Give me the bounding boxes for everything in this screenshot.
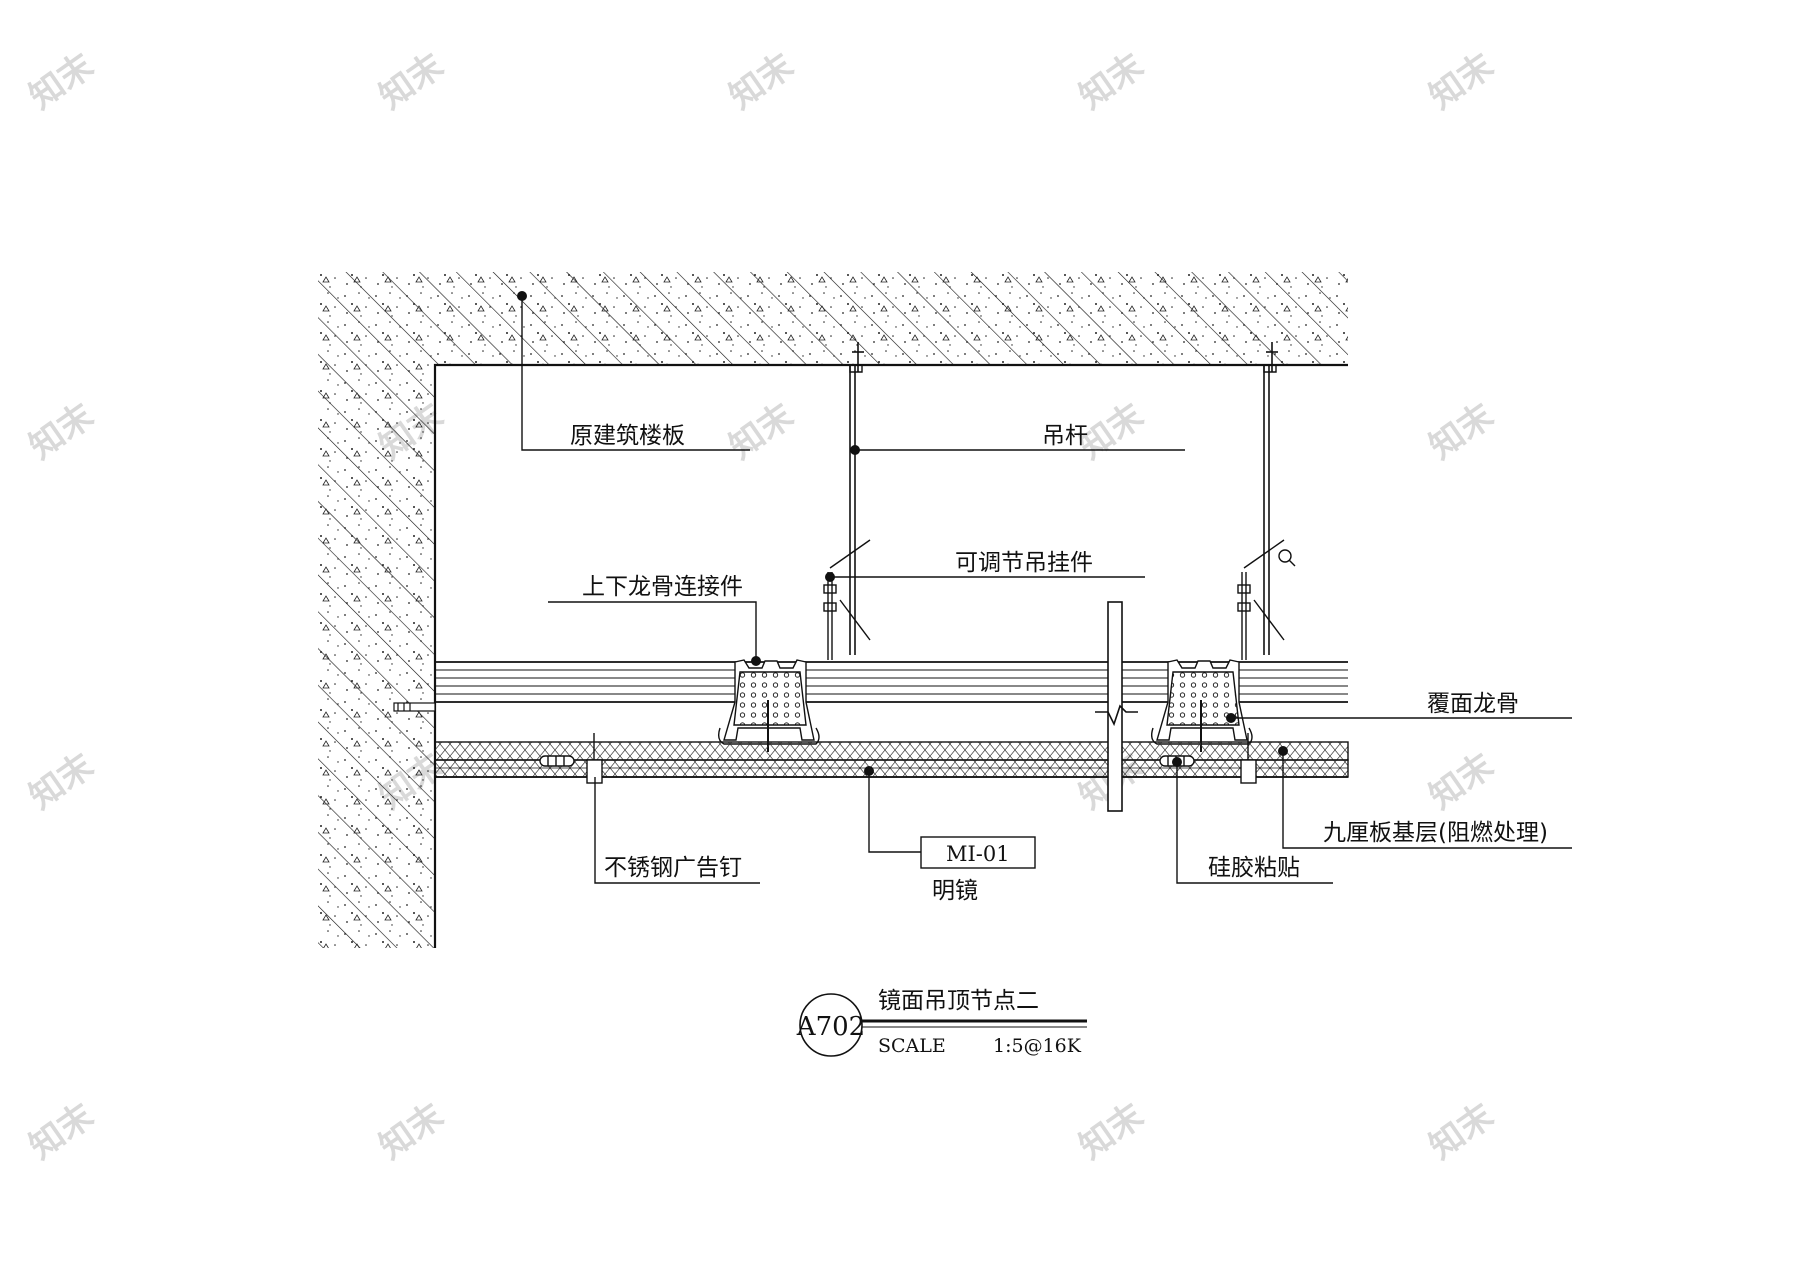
watermark: 知末 — [22, 746, 101, 818]
hanger-rods — [849, 342, 1278, 655]
label-slab: 原建筑楼板 — [570, 423, 685, 449]
concrete-slab-and-wall — [318, 272, 1348, 948]
label-plywood-base: 九厘板基层(阻燃处理) — [1323, 820, 1548, 846]
material-tag-box — [920, 836, 1036, 869]
stainless-nails — [586, 733, 1257, 784]
break-line-symbol — [1095, 601, 1138, 812]
watermark: 知末 — [1422, 1096, 1501, 1168]
concrete-structure — [318, 272, 1348, 948]
label-cover-keel: 覆面龙骨 — [1427, 691, 1519, 717]
detail-number-circle — [799, 993, 863, 1057]
leader-dots — [517, 291, 1288, 776]
watermark: 知末 — [722, 396, 801, 468]
title-block: A702 镜面吊顶节点二 SCALE 1:5@16K — [796, 988, 1087, 1057]
watermark: 知末 — [22, 1096, 101, 1168]
watermark: 知末 — [1422, 46, 1501, 118]
keel-connector-right — [1150, 659, 1253, 752]
detail-number: A702 — [796, 1012, 865, 1042]
leaders — [521, 296, 1572, 884]
watermark: 知末 — [372, 46, 451, 118]
watermark-layer: 知末 知末 知末 知末 知末 知末 知末 知末 知末 知末 知末 知末 知末 知… — [22, 46, 1501, 1168]
keel-connector-left — [717, 659, 820, 752]
watermark: 知末 — [1422, 396, 1501, 468]
wall-anchor — [393, 702, 436, 712]
label-adjustable-hanger: 可调节吊挂件 — [955, 550, 1093, 576]
watermark: 知末 — [1072, 46, 1151, 118]
detail-title: 镜面吊顶节点二 — [878, 988, 1039, 1014]
label-material-tag: MI-01 — [946, 842, 1010, 866]
label-keel-connector: 上下龙骨连接件 — [582, 574, 743, 600]
scale-label: SCALE — [878, 1035, 946, 1057]
watermark: 知末 — [22, 46, 101, 118]
label-hanger-rod: 吊杆 — [1042, 423, 1088, 449]
label-material-name: 明镜 — [932, 878, 978, 904]
watermark: 知末 — [722, 46, 801, 118]
watermark: 知末 — [1072, 1096, 1151, 1168]
adjustable-hangers — [823, 539, 1296, 660]
label-stainless-nail: 不锈钢广告钉 — [604, 855, 742, 881]
watermark: 知末 — [22, 396, 101, 468]
watermark: 知末 — [372, 1096, 451, 1168]
watermark: 知末 — [1422, 746, 1501, 818]
label-silicone: 硅胶粘贴 — [1208, 855, 1300, 881]
scale-value: 1:5@16K — [993, 1035, 1082, 1057]
